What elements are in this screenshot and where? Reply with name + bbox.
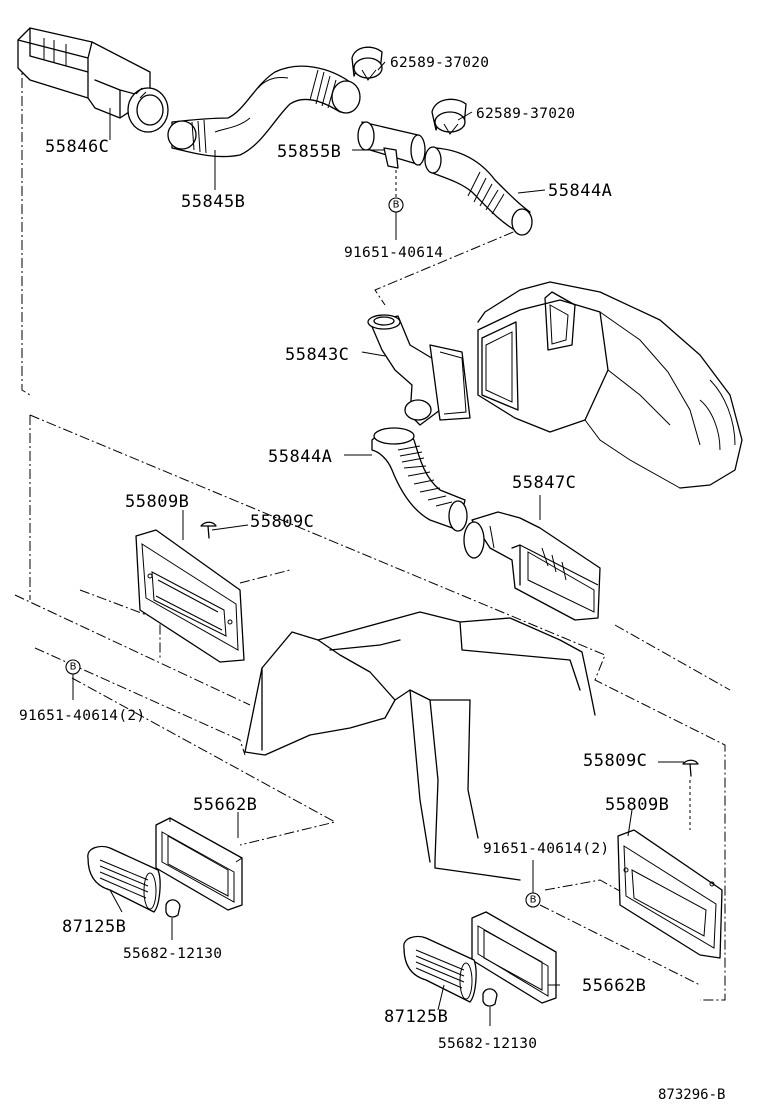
label-91651-right: 91651-40614(2) — [483, 841, 609, 857]
label-55682-left: 55682-12130 — [123, 946, 222, 962]
label-55845b: 55845B — [181, 192, 245, 212]
label-62589-a: 62589-37020 — [390, 55, 489, 71]
part-labels: 55846C 55845B 62589-37020 62589-37020 55… — [19, 55, 725, 1103]
duct-55846c-coupling — [127, 87, 169, 133]
panel-55809b-right — [617, 829, 723, 959]
marker-b-right: B — [525, 860, 541, 908]
label-55809c-left: 55809C — [250, 512, 314, 532]
duct-55846c — [17, 27, 151, 119]
label-55844a-top: 55844A — [548, 181, 612, 201]
label-55844a-mid: 55844A — [268, 447, 332, 467]
screw-55809c-left — [200, 521, 217, 539]
clip-55682-left — [165, 899, 181, 940]
clamp-62589-a — [351, 46, 383, 81]
label-55809b-left: 55809B — [125, 492, 189, 512]
connector-55855b — [357, 121, 426, 169]
elbow-55843c — [367, 314, 471, 426]
label-91651-left: 91651-40614(2) — [19, 708, 145, 724]
heater-unit-housing — [477, 281, 743, 489]
screw-55809c-right — [682, 759, 699, 830]
label-55662b-left: 55662B — [193, 795, 257, 815]
marker-b-left: B — [65, 659, 81, 700]
label-62589-b: 62589-37020 — [476, 106, 575, 122]
label-55682-right: 55682-12130 — [438, 1036, 537, 1052]
label-55662b-right: 55662B — [582, 976, 646, 996]
hose-55844a-mid — [371, 427, 468, 532]
clamp-62589-b — [431, 98, 467, 135]
diagram-id: 873296-B — [658, 1087, 725, 1103]
svg-text:B: B — [530, 895, 537, 906]
label-55846c: 55846C — [45, 137, 109, 157]
register-87125b-left — [87, 845, 161, 913]
clip-55682-right — [482, 988, 498, 1026]
leader-lines — [109, 61, 684, 1011]
register-87125b-right — [403, 935, 477, 1003]
svg-text:B: B — [70, 662, 77, 673]
bezel-55662b-left — [155, 817, 243, 911]
label-87125b-left: 87125B — [62, 917, 126, 937]
hose-55845b — [167, 65, 361, 158]
hose-55844a-top — [424, 146, 533, 236]
label-55855b: 55855B — [277, 142, 341, 162]
label-55843c: 55843C — [285, 345, 349, 365]
bezel-55662b-right — [471, 911, 557, 1004]
label-55809c-right: 55809C — [583, 751, 647, 771]
duct-55847c — [463, 511, 601, 621]
svg-text:B: B — [393, 200, 400, 211]
dashboard-duct-body — [244, 611, 596, 881]
panel-55809b-left — [135, 529, 245, 663]
label-91651-top: 91651-40614 — [344, 245, 443, 261]
label-55809b-right: 55809B — [605, 795, 669, 815]
label-55847c: 55847C — [512, 473, 576, 493]
label-87125b-right: 87125B — [384, 1007, 448, 1027]
marker-b-top: B — [388, 170, 404, 240]
